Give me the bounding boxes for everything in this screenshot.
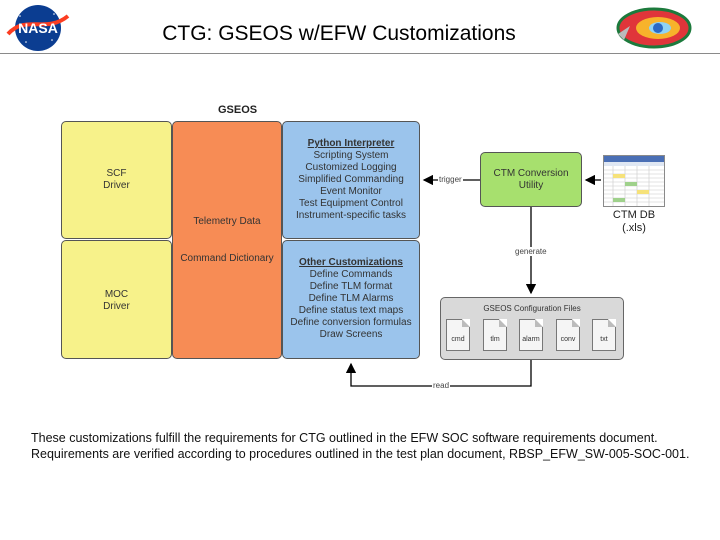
scf-driver-box: SCF Driver (61, 121, 172, 239)
customization-item: Define conversion formulas (290, 317, 412, 328)
telemetry-data-label: Telemetry Data (193, 216, 261, 227)
python-item: Customized Logging (305, 162, 397, 173)
customization-item: Define Commands (309, 269, 393, 280)
config-file-icon: alarm (519, 319, 543, 351)
config-file-cmd: cmd (451, 336, 465, 343)
config-file-conv: conv (560, 336, 576, 343)
config-files-title: GSEOS Configuration Files (483, 304, 581, 313)
config-file-txt: txt (600, 336, 608, 343)
customization-item: Define TLM Alarms (308, 293, 394, 304)
mission-logo (616, 7, 692, 49)
python-item: Simplified Commanding (298, 174, 404, 185)
ctm-db-line-1: CTM DB (612, 209, 656, 221)
python-interpreter-heading: Python Interpreter (307, 138, 395, 149)
python-item: Event Monitor (320, 186, 382, 197)
slide-title: CTG: GSEOS w/EFW Customizations (162, 22, 516, 45)
ctm-conversion-line-1: CTM Conversion (493, 168, 569, 179)
config-files-box: GSEOS Configuration Files cmd tlm alarm … (440, 297, 624, 360)
ctm-db-line-2: (.xls) (622, 222, 646, 234)
moc-driver-line-1: MOC (104, 289, 129, 300)
other-customizations-heading: Other Customizations (299, 257, 403, 268)
config-file-icon: tlm (483, 319, 507, 351)
nasa-logo: NASA (6, 5, 70, 51)
generate-label: generate (514, 247, 548, 256)
python-item: Test Equipment Control (299, 198, 403, 209)
read-label: read (432, 381, 451, 390)
python-item: Scripting System (313, 150, 389, 161)
moc-driver-line-2: Driver (103, 301, 130, 312)
config-file-tlm: tlm (490, 336, 500, 343)
python-item: Instrument-specific tasks (295, 210, 407, 221)
command-dictionary-label: Command Dictionary (180, 253, 274, 264)
customization-item: Draw Screens (319, 329, 383, 340)
scf-driver-line-1: SCF (106, 168, 127, 179)
trigger-label: trigger (438, 175, 463, 184)
nasa-logo-text: NASA (18, 20, 58, 36)
customization-item: Define status text maps (298, 305, 404, 316)
scf-driver-line-2: Driver (103, 180, 130, 191)
ctm-conversion-line-2: Utility (518, 180, 544, 191)
description-paragraph: These customizations fulfill the require… (31, 431, 690, 461)
python-interpreter-box: Python Interpreter Scripting System Cust… (282, 121, 420, 239)
customization-item: Define TLM format (309, 281, 393, 292)
config-file-alarm: alarm (522, 336, 540, 343)
ctm-conversion-utility-box: CTM Conversion Utility (480, 152, 582, 207)
gseos-label: GSEOS (218, 104, 258, 116)
spreadsheet-icon (603, 155, 665, 207)
other-customizations-box: Other Customizations Define Commands Def… (282, 240, 420, 359)
moc-driver-box: MOC Driver (61, 240, 172, 359)
title-divider (0, 53, 720, 54)
telemetry-command-box: Telemetry Data Command Dictionary (172, 121, 282, 359)
config-file-icon: txt (592, 319, 616, 351)
config-file-icon: cmd (446, 319, 470, 351)
config-file-icon: conv (556, 319, 580, 351)
